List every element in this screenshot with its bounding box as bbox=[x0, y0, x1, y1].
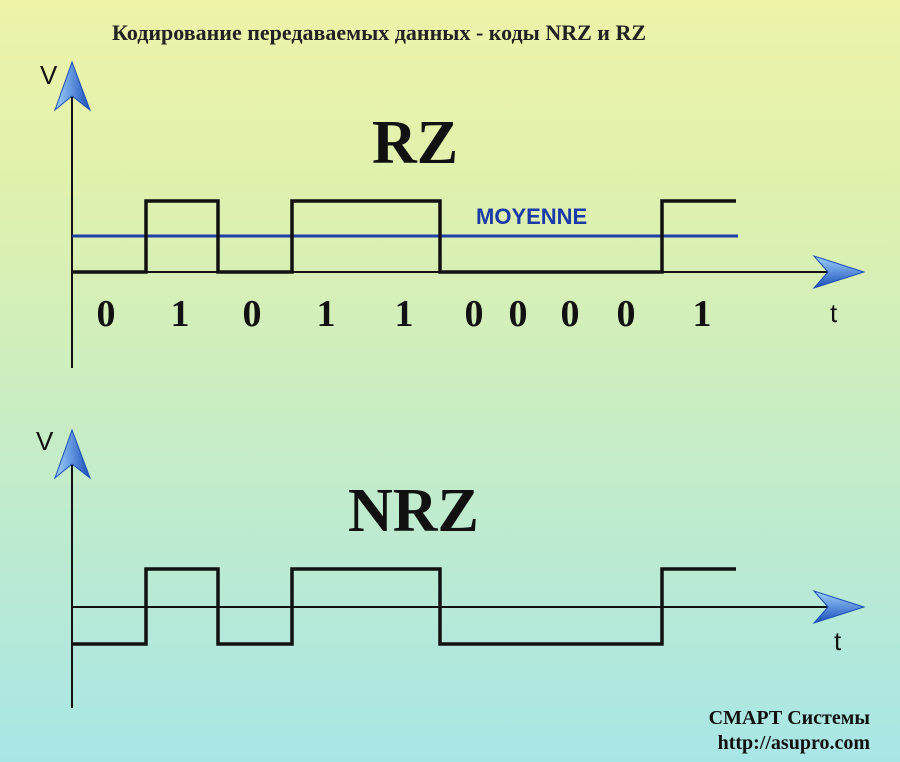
nrz-v-label: V bbox=[36, 426, 54, 456]
rz-average-label: MOYENNE bbox=[476, 204, 587, 229]
bit-label: 0 bbox=[243, 293, 262, 335]
bit-label: 1 bbox=[693, 293, 712, 335]
nrz-heading: NRZ bbox=[348, 477, 479, 545]
rz-v-label: V bbox=[40, 60, 58, 90]
bit-label: 0 bbox=[509, 293, 528, 335]
arrow-up-icon bbox=[53, 428, 92, 480]
rz-t-label: t bbox=[830, 298, 838, 328]
credit-block: СМАРТ Системы http://asupro.com bbox=[709, 706, 870, 756]
arrow-right-icon bbox=[812, 254, 866, 290]
rz-bit-row: 0 1 0 1 1 0 0 0 0 1 bbox=[97, 293, 712, 335]
bit-label: 0 bbox=[465, 293, 484, 335]
bit-label: 0 bbox=[617, 293, 636, 335]
credit-company: СМАРТ Системы bbox=[708, 707, 870, 729]
bit-label: 1 bbox=[317, 293, 336, 335]
nrz-signal-waveform bbox=[72, 567, 736, 646]
arrow-right-icon bbox=[812, 589, 866, 625]
arrow-up-icon bbox=[53, 60, 92, 112]
bit-label: 1 bbox=[171, 293, 190, 335]
page-title: Кодирование передаваемых данных - коды N… bbox=[112, 20, 647, 45]
bit-label: 0 bbox=[561, 293, 580, 335]
bit-label: 1 bbox=[395, 293, 414, 335]
bit-label: 0 bbox=[97, 293, 116, 335]
rz-heading: RZ bbox=[372, 109, 459, 177]
credit-url: http://asupro.com bbox=[717, 732, 870, 754]
rz-signal-waveform bbox=[72, 199, 736, 274]
nrz-t-label: t bbox=[834, 626, 842, 656]
